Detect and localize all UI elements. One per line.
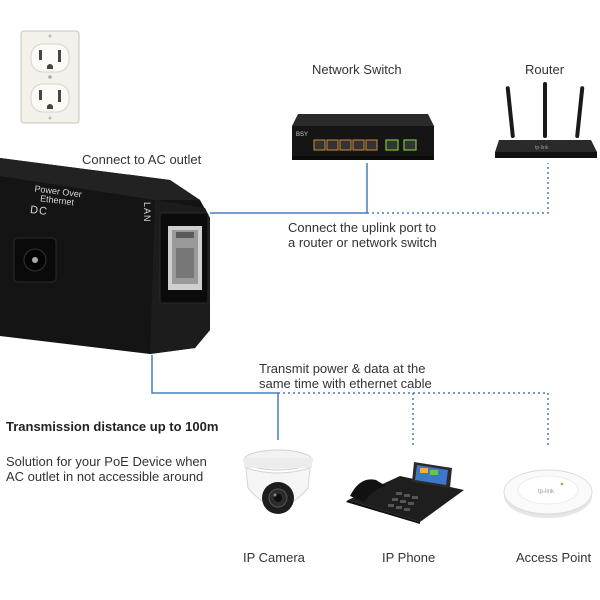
solution-note: Solution for your PoE Device when AC out…: [6, 454, 207, 484]
router-label: Router: [525, 62, 565, 77]
ip-phone-label: IP Phone: [382, 550, 436, 565]
uplink-cable-line: [210, 163, 368, 214]
injector-lan-label: LAN: [142, 202, 152, 223]
poe-injector-icon: [0, 158, 210, 354]
solution-note-line2: AC outlet in not accessible around: [6, 469, 204, 484]
device-cable-line: [151, 355, 279, 440]
uplink-note-line2: a router or network switch: [288, 235, 437, 250]
svg-text:tp-link: tp-link: [538, 489, 555, 495]
access-point-label: Access Point: [516, 550, 592, 565]
uplink-note-line1: Connect the uplink port to: [288, 220, 437, 235]
wall-outlet-icon: [20, 30, 80, 124]
distance-heading: Transmission distance up to 100m: [6, 419, 219, 434]
injector-dc-label: DC: [29, 203, 49, 219]
ip-phone-icon: [346, 462, 464, 524]
phone-dotted-line: [278, 392, 414, 448]
transmit-note-line2: same time with ethernet cable: [259, 376, 432, 391]
transmit-note: Transmit power & data at the same time w…: [259, 361, 432, 391]
access-point-icon: tp-link: [503, 469, 593, 518]
svg-text:tp-link: tp-link: [535, 145, 549, 151]
ip-camera-label: IP Camera: [243, 550, 305, 565]
network-switch-label: Network Switch: [312, 62, 402, 77]
transmit-note-line1: Transmit power & data at the: [259, 361, 426, 376]
ac-outlet-label: Connect to AC outlet: [82, 152, 202, 167]
network-switch-icon: BSY: [292, 114, 434, 160]
router-dotted-line: [367, 163, 549, 214]
router-icon: tp-link: [495, 82, 597, 158]
ip-camera-icon: [243, 449, 313, 514]
solution-note-line1: Solution for your PoE Device when: [6, 454, 207, 469]
svg-text:BSY: BSY: [296, 132, 308, 138]
ap-dotted-line: [413, 392, 549, 448]
uplink-note: Connect the uplink port to a router or n…: [288, 220, 437, 250]
